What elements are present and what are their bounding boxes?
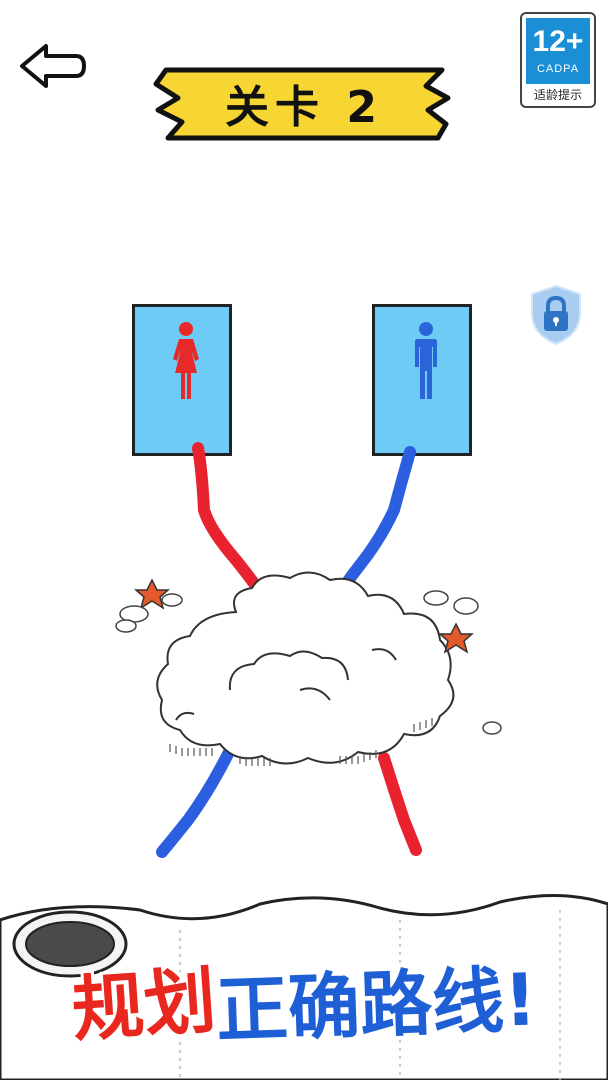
- slogan-red-text: 规划: [66, 956, 221, 1055]
- cloud: [156, 571, 455, 765]
- star-icon: [438, 622, 474, 654]
- level-title: 关卡 2: [225, 82, 383, 133]
- back-arrow-icon[interactable]: [16, 40, 88, 92]
- age-rating: 12+: [532, 25, 584, 58]
- female-icon: [173, 322, 199, 399]
- red-path-upper: [192, 442, 276, 612]
- door-male: [372, 304, 472, 456]
- cloud-hatch: [169, 718, 433, 766]
- blue-path-upper: [326, 446, 416, 612]
- age-org: CADPA: [536, 63, 580, 75]
- slogan-blue-text: 正确路线!: [212, 955, 541, 1055]
- age-caption: 适龄提示: [533, 88, 582, 102]
- age-badge-top: 12+ CADPA: [526, 18, 590, 84]
- star-icon: [134, 578, 170, 610]
- level-banner: [153, 67, 451, 141]
- lock-icon[interactable]: [528, 284, 584, 346]
- age-rating-badge: 12+ CADPA 适龄提示: [520, 12, 596, 108]
- door-female: [132, 304, 232, 456]
- blue-path-lower: [156, 744, 236, 858]
- slogan: 规划 正确路线!: [0, 950, 608, 1060]
- male-icon: [415, 322, 437, 399]
- toilet-roll-banner: [0, 893, 608, 1080]
- red-path-lower: [378, 752, 422, 856]
- small-puffs: [115, 590, 502, 735]
